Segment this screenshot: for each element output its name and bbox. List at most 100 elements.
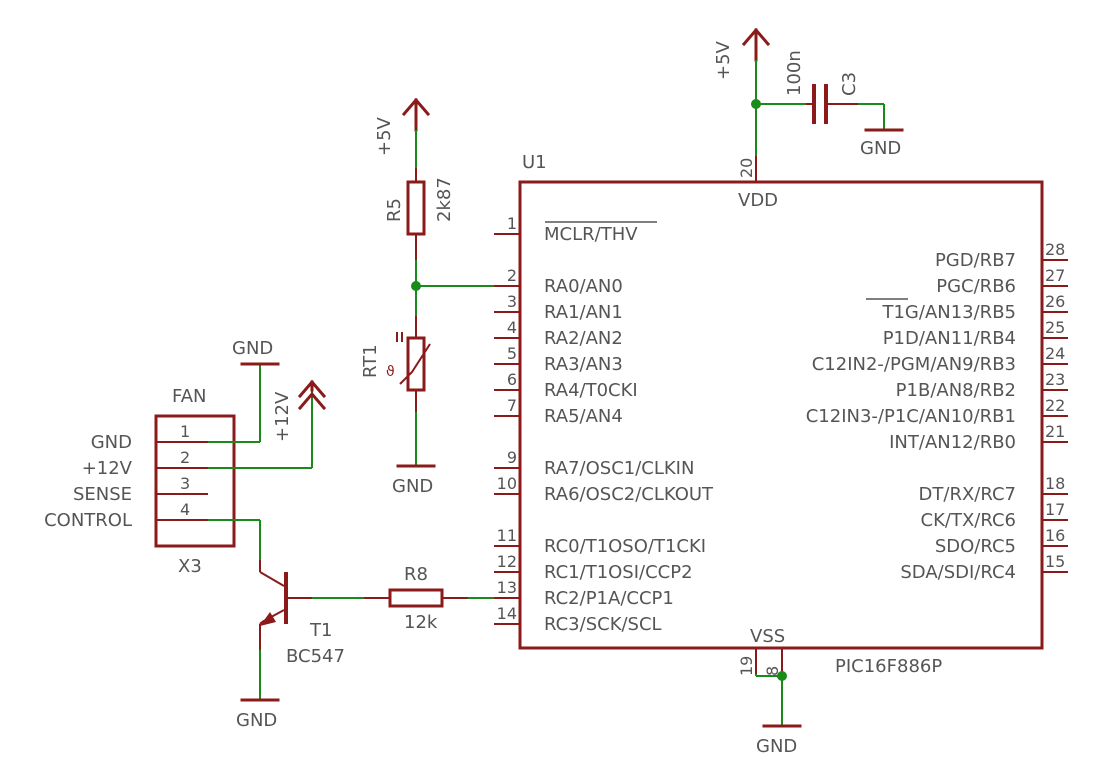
emitter-arrow-icon bbox=[260, 612, 276, 626]
r5-resistor: R5 2k87 bbox=[384, 168, 455, 260]
x3-pin-number: 2 bbox=[180, 448, 190, 467]
plus12v-label: +12V bbox=[272, 391, 293, 442]
pin-number: 25 bbox=[1045, 318, 1065, 337]
r5-supply: +5V bbox=[374, 97, 431, 168]
x3-pin-label: GND bbox=[91, 432, 132, 453]
r8-resistor: R8 12k bbox=[312, 564, 494, 633]
pin-name: RA3/AN3 bbox=[544, 354, 623, 375]
pin-name: C12IN2-/PGM/AN9/RB3 bbox=[812, 354, 1016, 375]
gnd-symbol-t1: GND bbox=[236, 698, 280, 731]
c3-ref: C3 bbox=[839, 72, 860, 96]
ra0-net bbox=[411, 260, 494, 316]
gnd-label: GND bbox=[236, 710, 277, 731]
pin-name: CK/TX/RC6 bbox=[921, 510, 1016, 531]
theta-icon: ϑ bbox=[386, 364, 395, 380]
pin-name-t1g: T1G/AN13/RB5 bbox=[881, 302, 1016, 323]
plus5v-label: +5V bbox=[713, 40, 734, 80]
pin-name: RA0/AN0 bbox=[544, 276, 623, 297]
gnd-symbol-fan: GND bbox=[232, 338, 280, 366]
u1-left-pin-lines bbox=[494, 233, 520, 625]
u1-right-pin-names: PGD/RB7 PGC/RB6 T1G/AN13/RB5 P1D/AN11/RB… bbox=[806, 250, 1016, 583]
pin-name: RC1/T1OSI/CCP2 bbox=[544, 562, 693, 583]
pin-name: RC3/SCK/SCL bbox=[544, 614, 662, 635]
pin-name-rest: /AN13/RB5 bbox=[919, 302, 1016, 323]
pin-name-mclr: MCLR/THV bbox=[544, 224, 638, 245]
pin-number: 6 bbox=[507, 370, 517, 389]
plus12v-arrow-symbol bbox=[297, 379, 327, 399]
r8-ref: R8 bbox=[404, 564, 428, 585]
gnd-symbol-rt1: GND bbox=[392, 464, 436, 497]
pin-name: C12IN3-/P1C/AN10/RB1 bbox=[806, 406, 1016, 427]
pin-name: RA2/AN2 bbox=[544, 328, 623, 349]
x3-pin-number: 4 bbox=[180, 500, 190, 519]
pin-name: P1D/AN11/RB4 bbox=[883, 328, 1016, 349]
x3-pin-number: 1 bbox=[180, 422, 190, 441]
t1-value: BC547 bbox=[286, 646, 345, 667]
pin-number: 9 bbox=[507, 448, 517, 467]
pin-name: DT/RX/RC7 bbox=[919, 484, 1016, 505]
junction-dot bbox=[411, 281, 421, 291]
pin-number: 10 bbox=[497, 474, 517, 493]
t1-transistor: T1 BC547 bbox=[259, 560, 345, 700]
u1-right-pin-numbers: 28 27 26 25 24 23 22 21 18 17 16 15 bbox=[1045, 240, 1065, 571]
pin-number: 1 bbox=[507, 214, 517, 233]
pin-number: 12 bbox=[497, 552, 517, 571]
pin-name: RA6/OSC2/CLKOUT bbox=[544, 484, 714, 505]
x3-pin-number: 3 bbox=[180, 474, 190, 493]
r8-value: 12k bbox=[404, 612, 438, 633]
vss-label: VSS bbox=[750, 626, 785, 647]
rt1-ref: RT1 bbox=[360, 344, 381, 378]
gnd-label: GND bbox=[392, 476, 433, 497]
x3-connector: FAN X3 1 2 3 4 GND +12V SENSE CONTROL bbox=[44, 364, 313, 577]
pin-number: 17 bbox=[1045, 500, 1065, 519]
temp-arrows-icon bbox=[396, 332, 403, 342]
pin-number: 5 bbox=[507, 344, 517, 363]
vdd-label: VDD bbox=[738, 190, 778, 211]
pin-name: RA7/OSC1/CLKIN bbox=[544, 458, 694, 479]
x3-title: FAN bbox=[172, 386, 206, 407]
gnd-label: GND bbox=[756, 736, 797, 757]
pin-number: 24 bbox=[1045, 344, 1065, 363]
pin-name: P1B/AN8/RB2 bbox=[896, 380, 1016, 401]
vss-pin-number: 19 bbox=[737, 656, 756, 676]
u1-right-pin-lines bbox=[1042, 259, 1068, 573]
x3-ref: X3 bbox=[178, 556, 202, 577]
pin-name: RC2/P1A/CCP1 bbox=[544, 588, 674, 609]
pin-number: 7 bbox=[507, 396, 517, 415]
x3-pin-label: CONTROL bbox=[44, 510, 132, 531]
rt1-thermistor: ϑ RT1 bbox=[360, 316, 431, 466]
vdd-pin-number: 20 bbox=[737, 158, 756, 178]
pin-name: PGD/RB7 bbox=[935, 250, 1016, 271]
thermistor-slash bbox=[399, 343, 431, 385]
pin-number: 27 bbox=[1045, 266, 1065, 285]
u1-ref: U1 bbox=[522, 152, 547, 173]
pin-name: RA4/T0CKI bbox=[544, 380, 638, 401]
pin-number: 14 bbox=[497, 604, 517, 623]
pin-number: 4 bbox=[507, 318, 517, 337]
pin-name: RA1/AN1 bbox=[544, 302, 623, 323]
c3-value: 100n bbox=[784, 50, 805, 96]
u1-left-pin-numbers: 1 2 3 4 5 6 7 9 10 11 12 13 14 bbox=[497, 214, 517, 623]
u1-chip: U1 PIC16F886P VDD VSS 1 2 3 4 5 6 bbox=[494, 152, 1068, 677]
u1-left-pin-names: MCLR/THV RA0/AN0 RA1/AN1 RA2/AN2 RA3/AN3… bbox=[544, 221, 714, 635]
gnd-label: GND bbox=[232, 338, 273, 359]
pin-name: RA5/AN4 bbox=[544, 406, 623, 427]
pin-number: 28 bbox=[1045, 240, 1065, 259]
pin-name: PGC/RB6 bbox=[936, 276, 1016, 297]
u1-part: PIC16F886P bbox=[835, 656, 942, 677]
pin-number: 11 bbox=[497, 526, 517, 545]
x3-pin-label: SENSE bbox=[73, 484, 132, 505]
t1g-overlined-text: T1G bbox=[881, 302, 918, 323]
x3-pin-label: +12V bbox=[82, 458, 133, 479]
pin-number: 13 bbox=[497, 578, 517, 597]
gnd-symbol-c3: GND bbox=[860, 128, 904, 159]
vss-pin-number: 8 bbox=[763, 666, 782, 676]
plus12v-arrow-symbol bbox=[297, 391, 327, 411]
pin-number: 3 bbox=[507, 292, 517, 311]
plus12v-supply: +12V bbox=[272, 379, 327, 442]
r5-ref: R5 bbox=[384, 198, 405, 222]
pin-number: 15 bbox=[1045, 552, 1065, 571]
c3-capacitor: 100n C3 bbox=[784, 50, 885, 130]
plus5v-label: +5V bbox=[374, 116, 395, 156]
